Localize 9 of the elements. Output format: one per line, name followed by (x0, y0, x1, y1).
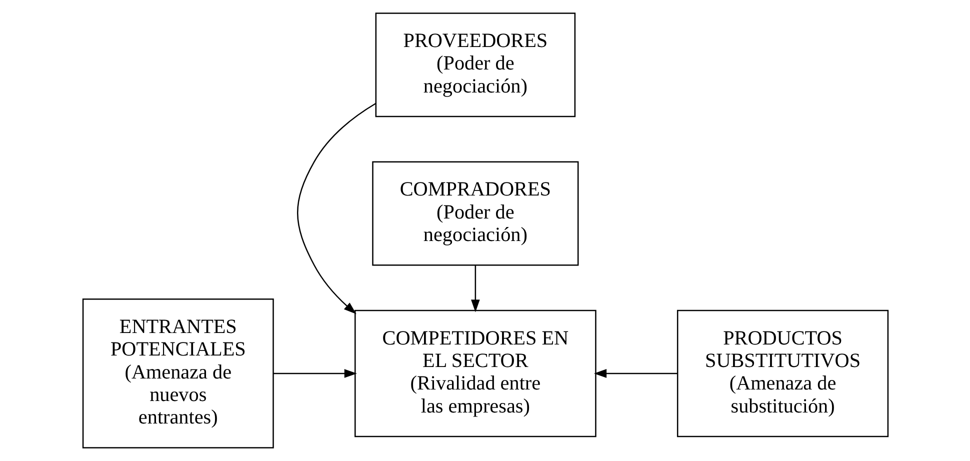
arrow (593, 369, 677, 378)
node-box: COMPRADORES (Poder de negociación) (372, 161, 578, 266)
arrow (296, 102, 376, 314)
node-box: PROVEEDORES (Poder de negociación) (374, 12, 576, 118)
arrow (470, 265, 480, 312)
node-box: PRODUCTOS SUBSTITUTIVOS (Amenaza de substitución) (676, 310, 888, 438)
node-box: ENTRANTES POTENCIALES (Amenaza de nuevos entrantes) (82, 298, 274, 448)
node-box: COMPETIDORES EN EL SECTOR (Rivalidad entre las empresas) (354, 310, 596, 438)
arrow (272, 369, 356, 378)
